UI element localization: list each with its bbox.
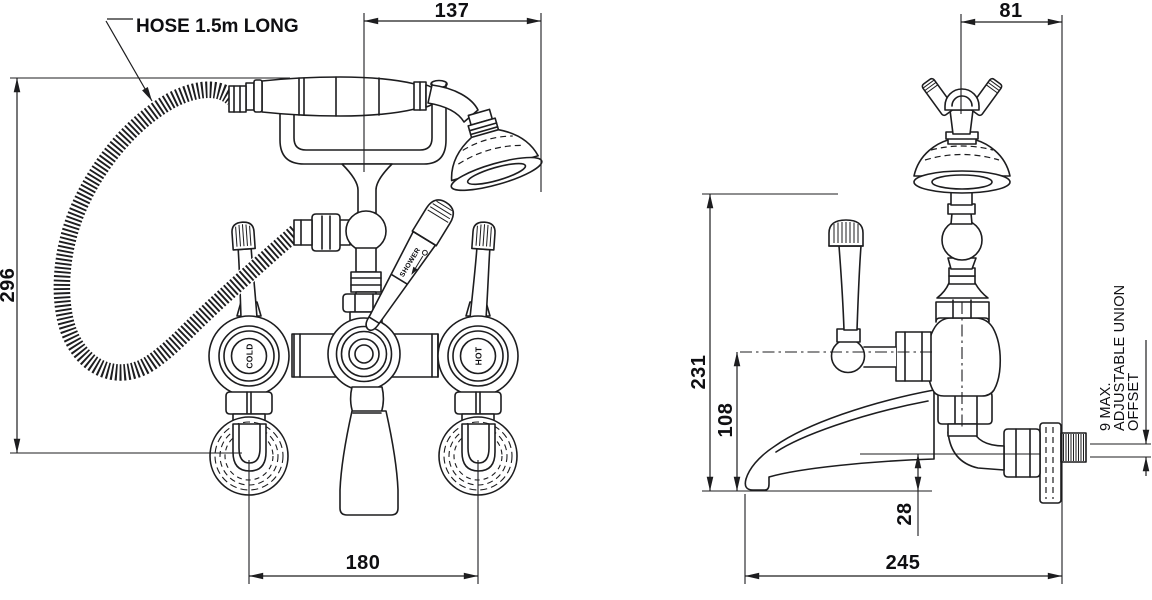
dim-296-text: 296 (0, 268, 19, 303)
dim-180: 180 (248, 460, 479, 584)
handset-spray-head (450, 108, 543, 192)
diverter-arrow-icon (411, 266, 418, 275)
hot-valve: HOT (437, 221, 519, 496)
hose-union-nut (311, 213, 341, 252)
hose-note: HOSE 1.5m LONG (105, 16, 299, 102)
handset-grip (261, 76, 416, 117)
bath-spout-side (744, 389, 935, 491)
cradle-hook-side (921, 77, 1003, 135)
union-offset-line3: OFFSET (1126, 373, 1142, 431)
dim-137: 137 (363, 0, 542, 192)
thread-hatch (1063, 434, 1084, 461)
centre-boss (327, 317, 401, 391)
dim-231-text: 231 (688, 355, 710, 390)
cold-backnut (225, 391, 273, 415)
dim-108-text: 108 (715, 403, 737, 438)
front-view: COLD (0, 0, 543, 584)
dim-28: 28 (860, 453, 1040, 536)
union-offset-line2: ADJUSTABLE UNION (1112, 285, 1128, 431)
lever-boss (895, 331, 932, 382)
diverter-lever: SHOWER (365, 199, 455, 332)
hose-end-sleeve (228, 85, 247, 113)
dim-245-text: 245 (886, 552, 921, 574)
lever-pivot (830, 338, 866, 374)
dim-81-text: 81 (999, 0, 1022, 22)
handset-elbow (427, 84, 479, 123)
dim-245: 245 (744, 494, 1063, 584)
tee-body (345, 210, 387, 252)
union-offset-note: 9 MAX. ADJUSTABLE UNION OFFSET (1090, 285, 1151, 476)
hot-label: HOT (474, 346, 484, 365)
dim-28-text: 28 (894, 502, 916, 525)
hose-note-text: HOSE 1.5m LONG (136, 16, 299, 37)
union-nut (1003, 428, 1041, 478)
union-offset-line1: 9 MAX. (1098, 382, 1114, 431)
cold-label: COLD (245, 343, 255, 368)
dim-137-text: 137 (435, 0, 470, 22)
spray-head-side (913, 131, 1011, 194)
shower-hose (52, 80, 313, 382)
ball-joint (941, 219, 983, 261)
wall-union (947, 422, 1087, 504)
cradle-stem (341, 163, 393, 217)
handset (245, 76, 543, 192)
dim-231: 231 (688, 193, 838, 492)
dim-180-text: 180 (346, 552, 381, 574)
wall-flange-side (1039, 422, 1062, 504)
hot-lever (469, 221, 496, 320)
dim-81: 81 (960, 0, 1063, 114)
side-lever (828, 219, 932, 382)
hot-backnut (454, 391, 502, 415)
side-valve-body (926, 191, 1001, 437)
dim-108: 108 (715, 351, 741, 492)
dim-296: 296 (0, 77, 290, 454)
bath-spout (339, 386, 399, 516)
side-view: 81 231 108 28 245 9 MAX. ADJUS (688, 0, 1151, 584)
